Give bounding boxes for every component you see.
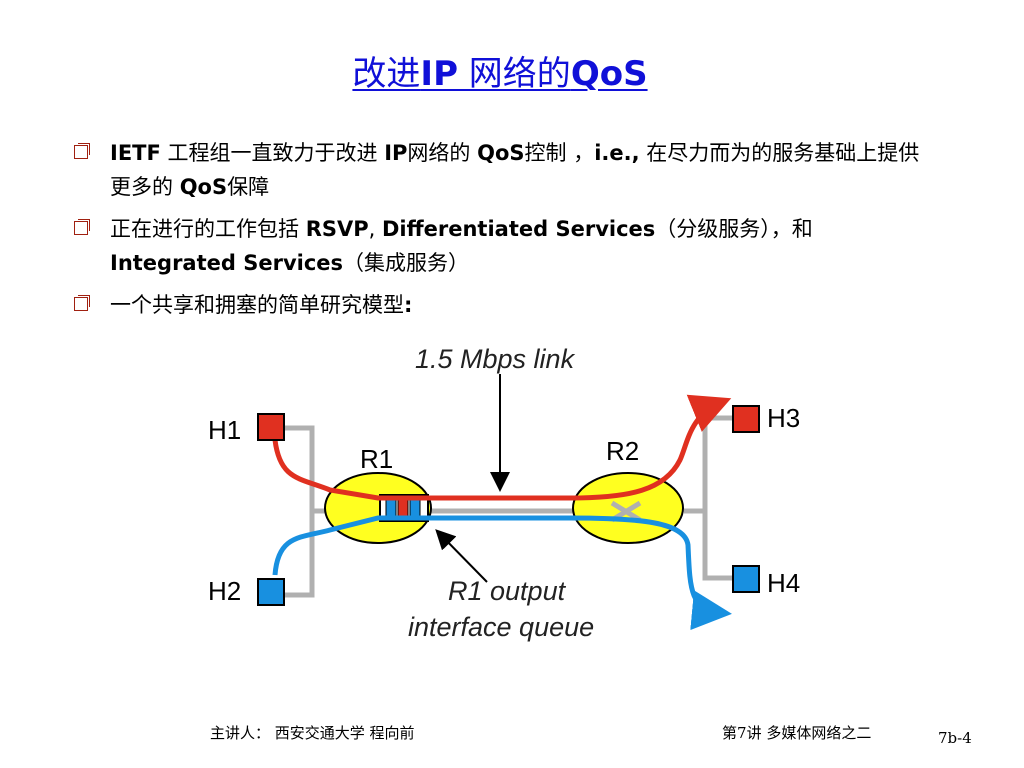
bullet-text-segment: Differentiated Services	[382, 217, 656, 241]
bullet-item: 一个共享和拥塞的简单研究模型:	[72, 288, 932, 322]
host-h3-box	[732, 405, 760, 433]
footer-lecture-number: 7	[737, 724, 747, 742]
bullet-text-segment: QoS	[477, 141, 525, 165]
bullet-box-icon	[74, 143, 90, 159]
bullet-text-segment: 在尽力而为的服务基础上提供更多的	[110, 141, 920, 199]
blue-flow-path	[272, 515, 732, 631]
title-part4: QoS	[570, 54, 648, 94]
title-part2: IP	[420, 54, 458, 94]
host-h4-label: H4	[767, 568, 800, 598]
bullet-text-segment: 网络的	[407, 141, 478, 165]
host-h2-box	[257, 578, 285, 606]
bullet-text-segment: 控制 ，	[524, 141, 595, 165]
bullet-text-segment: :	[404, 293, 413, 317]
bullet-text-segment: （分级服务），和	[655, 217, 813, 241]
queue-label-arrow	[435, 529, 488, 583]
bullet-item: IETF 工程组一直致力于改进 IP网络的 QoS控制 ，i.e., 在尽力而为…	[72, 136, 932, 204]
footer-lecture-prefix: 第	[722, 724, 738, 742]
host-h1-box	[257, 413, 285, 441]
router-r2-label: R2	[606, 436, 639, 466]
bullet-text-segment: 一个共享和拥塞的简单研究模型	[110, 293, 404, 317]
host-h2-label: H2	[208, 576, 241, 606]
host-h1-label: H1	[208, 415, 241, 445]
bullet-box-icon	[74, 295, 90, 311]
host-h3-label: H3	[767, 403, 800, 433]
footer-lecture-title: 第7讲 多媒体网络之二	[722, 722, 871, 743]
queue-label-line2: interface queue	[408, 612, 594, 642]
title-part3: 网络的	[458, 54, 571, 94]
bullet-text-segment: Integrated Services	[110, 251, 344, 275]
host-h4-box	[732, 565, 760, 593]
bullet-text-segment: QoS	[179, 175, 228, 199]
red-flow-path	[272, 394, 732, 501]
link-label: 1.5 Mbps link	[415, 344, 576, 374]
bullet-text-segment: i.e.,	[594, 141, 640, 165]
bullet-text-segment: 工程组一直致力于改进	[160, 141, 385, 165]
footer-lecturer: 主讲人： 西安交通大学 程向前	[210, 724, 415, 742]
bullet-text-segment: 正在进行的工作包括	[110, 217, 306, 241]
footer-lecture-suffix: 讲 多媒体网络之二	[746, 724, 872, 742]
slide-title: 改进IP 网络的QoS	[0, 52, 1000, 96]
bullet-box-icon	[74, 219, 90, 235]
router-r1-label: R1	[360, 444, 393, 474]
bullet-list: IETF 工程组一直致力于改进 IP网络的 QoS控制 ，i.e., 在尽力而为…	[72, 136, 932, 330]
bullet-text-segment: ,	[368, 217, 382, 241]
page-number: 7b-4	[938, 729, 972, 747]
bullet-text-segment: IP	[384, 141, 408, 165]
bullet-text-segment: 保障	[227, 175, 270, 199]
bullet-text-segment: （集成服务）	[343, 251, 470, 275]
queue-label-line1: R1 output	[448, 576, 567, 606]
network-diagram: H1 H2 H3 H4 R1 R2 1.5 Mbps link R1 outpu…	[208, 344, 800, 642]
bullet-text-segment: RSVP	[305, 217, 369, 241]
title-part1: 改进	[352, 54, 421, 94]
bullet-item: 正在进行的工作包括 RSVP, Differentiated Services（…	[72, 212, 932, 280]
bullet-text-segment: IETF	[110, 141, 161, 165]
